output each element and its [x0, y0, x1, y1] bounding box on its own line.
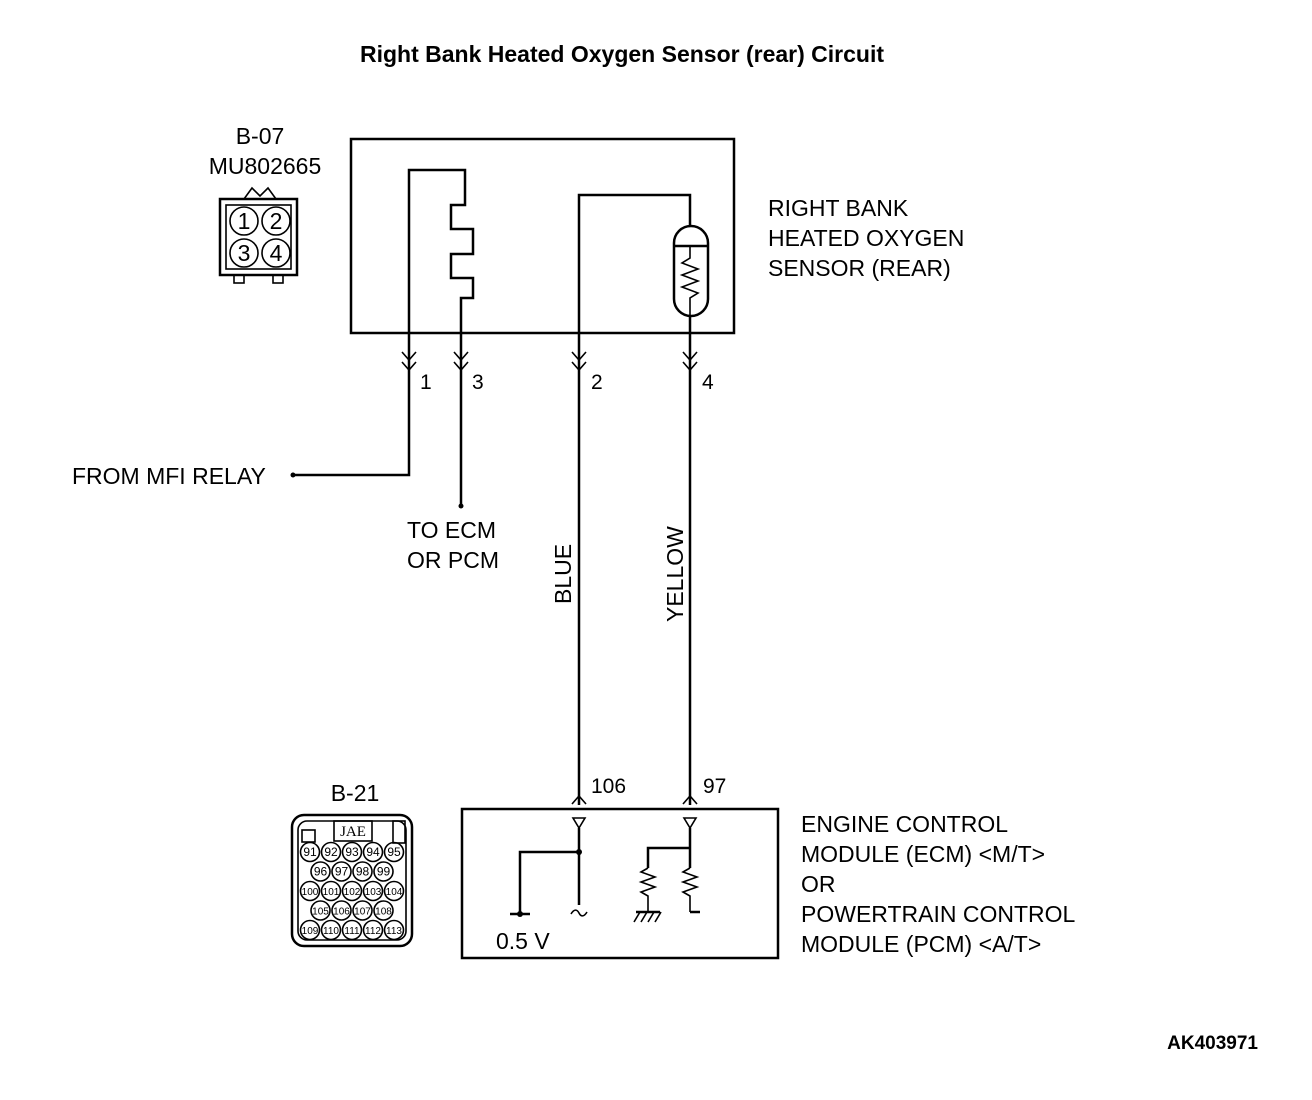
- sensor-connector-arrows: [401, 351, 698, 372]
- b21-pin-112: 112: [365, 926, 381, 937]
- b21-pin-socket: [383, 880, 405, 902]
- b21-pin-socket: [331, 861, 352, 882]
- connector-b21: B-21 JAE 91 92 93 94 95 96 97 98 99 100 101 102 103 1…: [290, 780, 414, 948]
- ecm-pin-106: 106: [591, 775, 626, 798]
- b07-pin-4: 4: [270, 240, 283, 266]
- ecm-connector-arrows: [571, 794, 698, 805]
- b07-pin-3: 3: [238, 240, 251, 266]
- b21-pin-100: 100: [302, 887, 319, 898]
- to-ecm-line2: OR PCM: [407, 547, 499, 573]
- document-code: AK403971: [1167, 1033, 1258, 1054]
- ecm-label-line3: OR: [801, 871, 836, 897]
- b21-pin-socket: [352, 900, 373, 921]
- b21-pin-socket: [331, 900, 352, 921]
- b21-pin-socket: [373, 900, 394, 921]
- connector-b21-pins: 91 92 93 94 95 96 97 98 99 100 101 102 103 104 105 106 1…: [299, 841, 405, 941]
- b21-pin-97: 97: [335, 865, 349, 879]
- connector-b07: B-07 MU802665 1 2 3 4: [209, 123, 322, 284]
- sensor-pin-4: 4: [702, 371, 714, 394]
- sensor-box: [349, 137, 736, 335]
- b21-pin-106: 106: [333, 907, 350, 918]
- ecm-module: 0.5 V ENGINE CONTROL MODULE (ECM) <M/T> …: [460, 807, 1076, 960]
- b21-pin-108: 108: [375, 907, 392, 918]
- b21-pin-socket: [341, 919, 363, 941]
- connector-b21-brand: JAE: [340, 824, 366, 840]
- ecm-voltage-label: 0.5 V: [496, 928, 550, 954]
- b21-pin-socket: [383, 919, 405, 941]
- connector-b07-part-number: MU802665: [209, 153, 322, 179]
- b21-pin-110: 110: [323, 926, 339, 937]
- b21-pin-93: 93: [345, 845, 359, 859]
- sensor-lead: [577, 193, 692, 333]
- b21-pin-socket: [362, 841, 384, 863]
- b21-pin-92: 92: [324, 845, 338, 859]
- sensor-pin-1: 1: [420, 371, 432, 394]
- b21-pin-socket: [320, 880, 342, 902]
- b21-pin-socket: [352, 861, 373, 882]
- ecm-terminal: [458, 503, 464, 509]
- b21-pin-socket: [299, 880, 321, 902]
- b21-pin-94: 94: [366, 845, 380, 859]
- ecm-label-line5: MODULE (PCM) <A/T>: [801, 931, 1041, 957]
- b21-pin-socket: [341, 880, 363, 902]
- oxygen-sensor: RIGHT BANK HEATED OXYGEN SENSOR (REAR): [349, 137, 964, 335]
- b21-pin-103: 103: [365, 887, 382, 898]
- b21-pin-socket: [362, 880, 384, 902]
- sensor-label-line2: HEATED OXYGEN: [768, 225, 964, 251]
- from-relay-label: FROM MFI RELAY: [72, 463, 266, 489]
- connector-b07-icon: 1 2 3 4: [218, 186, 299, 284]
- sensor-label-line1: RIGHT BANK: [768, 195, 909, 221]
- sensor-pin-2: 2: [591, 371, 603, 394]
- ecm-label-line1: ENGINE CONTROL: [801, 811, 1008, 837]
- b21-pin-96: 96: [314, 865, 328, 879]
- connector-b21-id: B-21: [331, 780, 380, 806]
- b21-pin-104: 104: [386, 887, 403, 898]
- b21-pin-socket: [362, 919, 384, 941]
- ecm-pin-97: 97: [703, 775, 726, 798]
- wire-color-yellow: YELLOW: [662, 526, 688, 622]
- sensor-pin-3: 3: [472, 371, 484, 394]
- b21-pin-91: 91: [303, 845, 317, 859]
- b21-pin-101: 101: [323, 887, 340, 898]
- connector-b07-id: B-07: [236, 123, 285, 149]
- b21-pin-socket: [310, 861, 331, 882]
- diagram-title: Right Bank Heated Oxygen Sensor (rear) C…: [360, 41, 884, 67]
- b21-pin-111: 111: [344, 926, 360, 937]
- b21-pin-socket: [383, 841, 405, 863]
- b21-pin-109: 109: [302, 926, 319, 937]
- b21-pin-socket: [373, 861, 394, 882]
- b21-pin-95: 95: [387, 845, 401, 859]
- ecm-label-line4: POWERTRAIN CONTROL: [801, 901, 1076, 927]
- wire-color-blue: BLUE: [550, 544, 576, 604]
- heater-element: [407, 168, 475, 333]
- ecm-box: [460, 807, 780, 960]
- to-ecm-line1: TO ECM: [407, 517, 496, 543]
- b21-pin-socket: [320, 841, 342, 863]
- b21-pin-socket: [299, 919, 321, 941]
- b21-pin-107: 107: [354, 907, 371, 918]
- b21-pin-99: 99: [377, 865, 391, 879]
- wire-pin1-relay: [294, 333, 411, 477]
- ecm-label-line2: MODULE (ECM) <M/T>: [801, 841, 1045, 867]
- b21-pin-113: 113: [386, 926, 402, 937]
- b21-pin-105: 105: [312, 907, 329, 918]
- b21-pin-socket: [320, 919, 342, 941]
- b21-pin-socket: [299, 841, 321, 863]
- relay-terminal: [290, 472, 296, 478]
- b21-pin-socket: [310, 900, 331, 921]
- b21-pin-102: 102: [344, 887, 361, 898]
- b21-pin-socket: [341, 841, 363, 863]
- sensor-label-line3: SENSOR (REAR): [768, 255, 951, 281]
- b07-pin-1: 1: [238, 208, 251, 234]
- b07-pin-2: 2: [270, 208, 283, 234]
- b21-pin-98: 98: [356, 865, 370, 879]
